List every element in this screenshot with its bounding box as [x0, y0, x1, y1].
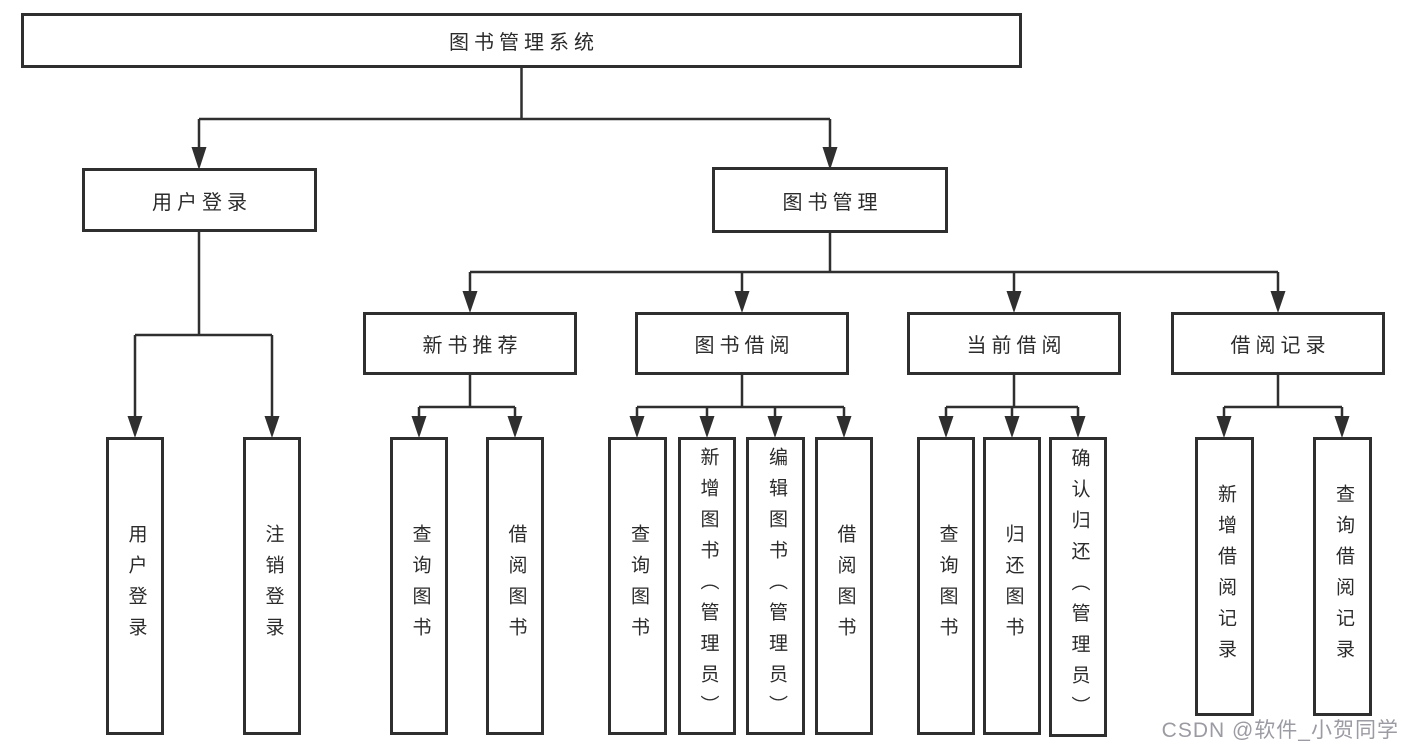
leaf-current-query-book: 查询图书	[917, 437, 975, 735]
leaf-recommend-query-book-label: 查询图书	[409, 524, 431, 648]
leaf-recommend-query-book: 查询图书	[390, 437, 448, 735]
node-new-book-recommend-label: 新书推荐	[422, 335, 523, 357]
node-user-login-label: 用户登录	[152, 191, 252, 214]
node-current-borrow-label: 当前借阅	[966, 335, 1067, 357]
leaf-current-return-book: 归还图书	[983, 437, 1041, 735]
leaf-borrow-query-book-label: 查询图书	[627, 524, 649, 648]
leaf-current-confirm-return-admin: 确认归还（管理员）	[1049, 437, 1107, 737]
watermark: CSDN @软件_小贺同学	[1161, 719, 1399, 742]
node-new-book-recommend: 新书推荐	[363, 312, 577, 375]
node-borrow-records-label: 借阅记录	[1230, 335, 1331, 357]
node-book-borrow-label: 图书借阅	[694, 335, 795, 357]
node-book-borrow: 图书借阅	[635, 312, 849, 375]
node-current-borrow: 当前借阅	[907, 312, 1121, 375]
node-root-label: 图书管理系统	[449, 32, 599, 54]
leaf-user-login: 用户登录	[106, 437, 164, 735]
leaf-borrow-borrow-book: 借阅图书	[815, 437, 873, 735]
node-book-management-label: 图书管理	[782, 191, 883, 214]
leaf-borrow-edit-book-admin-label: 编辑图书（管理员）	[765, 446, 787, 726]
leaf-logout-login: 注销登录	[243, 437, 301, 735]
leaf-borrow-borrow-book-label: 借阅图书	[834, 524, 856, 648]
leaf-current-return-book-label: 归还图书	[1002, 524, 1024, 648]
leaf-logout-login-label: 注销登录	[262, 524, 284, 648]
leaf-record-add-borrow-record: 新增借阅记录	[1195, 437, 1254, 716]
leaf-record-query-borrow-record-label: 查询借阅记录	[1332, 483, 1354, 670]
leaf-borrow-edit-book-admin: 编辑图书（管理员）	[746, 437, 805, 735]
leaf-current-query-book-label: 查询图书	[936, 524, 958, 648]
leaf-user-login-label: 用户登录	[125, 524, 147, 648]
leaf-recommend-borrow-book-label: 借阅图书	[505, 524, 527, 648]
leaf-borrow-query-book: 查询图书	[608, 437, 667, 735]
node-book-management: 图书管理	[712, 167, 948, 233]
leaf-current-confirm-return-admin-label: 确认归还（管理员）	[1068, 447, 1090, 727]
node-user-login: 用户登录	[82, 168, 317, 232]
node-root: 图书管理系统	[21, 13, 1022, 68]
leaf-record-query-borrow-record: 查询借阅记录	[1313, 437, 1372, 716]
leaf-borrow-add-book-admin-label: 新增图书（管理员）	[697, 446, 719, 726]
leaf-record-add-borrow-record-label: 新增借阅记录	[1214, 483, 1236, 670]
leaf-recommend-borrow-book: 借阅图书	[486, 437, 544, 735]
leaf-borrow-add-book-admin: 新增图书（管理员）	[678, 437, 736, 735]
node-borrow-records: 借阅记录	[1171, 312, 1385, 375]
